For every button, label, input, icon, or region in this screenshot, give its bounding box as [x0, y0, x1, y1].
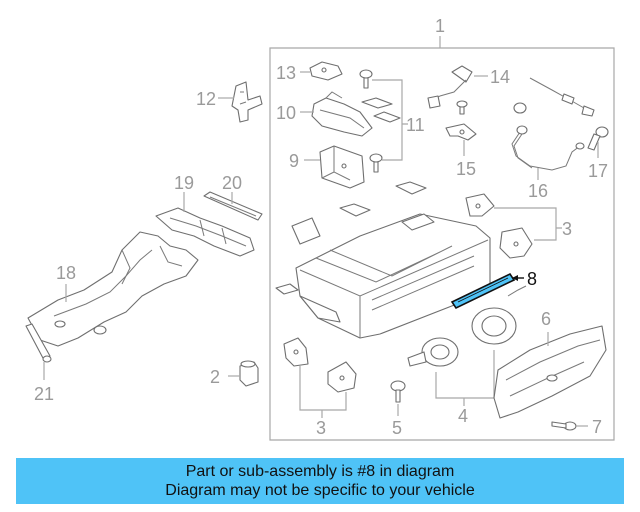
- part-13-bracket: [309, 61, 343, 81]
- callout-7: 7: [592, 417, 602, 437]
- pad-1: [361, 97, 393, 109]
- callout-16: 16: [528, 181, 548, 201]
- leader-11: [372, 79, 408, 161]
- clip-small: [513, 102, 527, 114]
- part-3-bracket-a: [465, 193, 495, 217]
- cable-upper-right: [529, 77, 595, 117]
- callout-11: 11: [406, 115, 425, 135]
- callout-18: 18: [56, 263, 76, 283]
- bolt-upper: [359, 69, 373, 89]
- leader-8-arrow: [512, 275, 518, 281]
- callout-3-upper: 3: [562, 219, 572, 239]
- pad-4: [339, 203, 371, 217]
- assembly-box: [269, 47, 615, 441]
- callout-21: 21: [34, 384, 54, 404]
- part-9-bracket: [319, 145, 365, 189]
- callout-6: 6: [541, 309, 551, 329]
- part-7-bolt: [551, 421, 577, 431]
- part-20-strip: [203, 191, 263, 221]
- part-17-bolt: [587, 126, 609, 151]
- part-3-bracket-b: [499, 227, 533, 259]
- part-14-connector: [427, 65, 473, 109]
- callout-8: 8: [527, 269, 537, 289]
- cable-near-8: [507, 285, 527, 297]
- callout-12: 12: [196, 89, 216, 109]
- callout-13: 13: [276, 63, 296, 83]
- part-21-rod: [25, 323, 52, 363]
- bolt-mid: [369, 153, 383, 173]
- leader-3-lower: [299, 366, 347, 418]
- part-16-cable: [511, 125, 585, 171]
- pad-5: [275, 283, 299, 295]
- bolt-14: [456, 100, 468, 115]
- callout-20: 20: [222, 173, 242, 193]
- part-4-ring-a: [407, 337, 459, 367]
- banner-line-1: Part or sub-assembly is #8 in diagram: [185, 463, 455, 480]
- callout-2: 2: [210, 367, 220, 387]
- part-12-bracket: [231, 81, 263, 123]
- part-10-plate: [311, 91, 373, 137]
- part-5-bolt: [390, 380, 406, 403]
- leader-4: [435, 350, 495, 406]
- pad-3: [395, 181, 427, 195]
- callout-3-lower: 3: [316, 418, 326, 438]
- part-6-cover: [493, 325, 607, 419]
- part-19-duct: [155, 207, 255, 257]
- part-18-tray: [27, 231, 199, 347]
- callout-17: 17: [588, 161, 608, 181]
- callout-5: 5: [392, 418, 402, 438]
- part-4-ring-b: [471, 307, 517, 345]
- callout-4: 4: [458, 406, 468, 426]
- part-8-highlighted: [450, 272, 516, 310]
- part-2-plug: [239, 360, 259, 387]
- banner-line-2: Diagram may not be specific to your vehi…: [165, 482, 475, 499]
- main-module-unit: [291, 213, 491, 339]
- callout-10: 10: [276, 103, 296, 123]
- callout-19: 19: [174, 173, 194, 193]
- callout-15: 15: [456, 159, 476, 179]
- callout-9: 9: [289, 151, 299, 171]
- leader-3-upper: [494, 207, 562, 241]
- parts-diagram: 1 12 13 10 11 9 14 15 16 17 19 20 3 8 18…: [25, 16, 615, 441]
- callout-14: 14: [490, 67, 510, 87]
- pad-2: [373, 111, 401, 123]
- info-banner: Part or sub-assembly is #8 in diagram Di…: [16, 458, 624, 504]
- part-3-bracket-c: [283, 337, 309, 367]
- callout-1: 1: [435, 16, 445, 36]
- part-15-bracket: [445, 123, 477, 141]
- part-3-bracket-d: [327, 361, 357, 393]
